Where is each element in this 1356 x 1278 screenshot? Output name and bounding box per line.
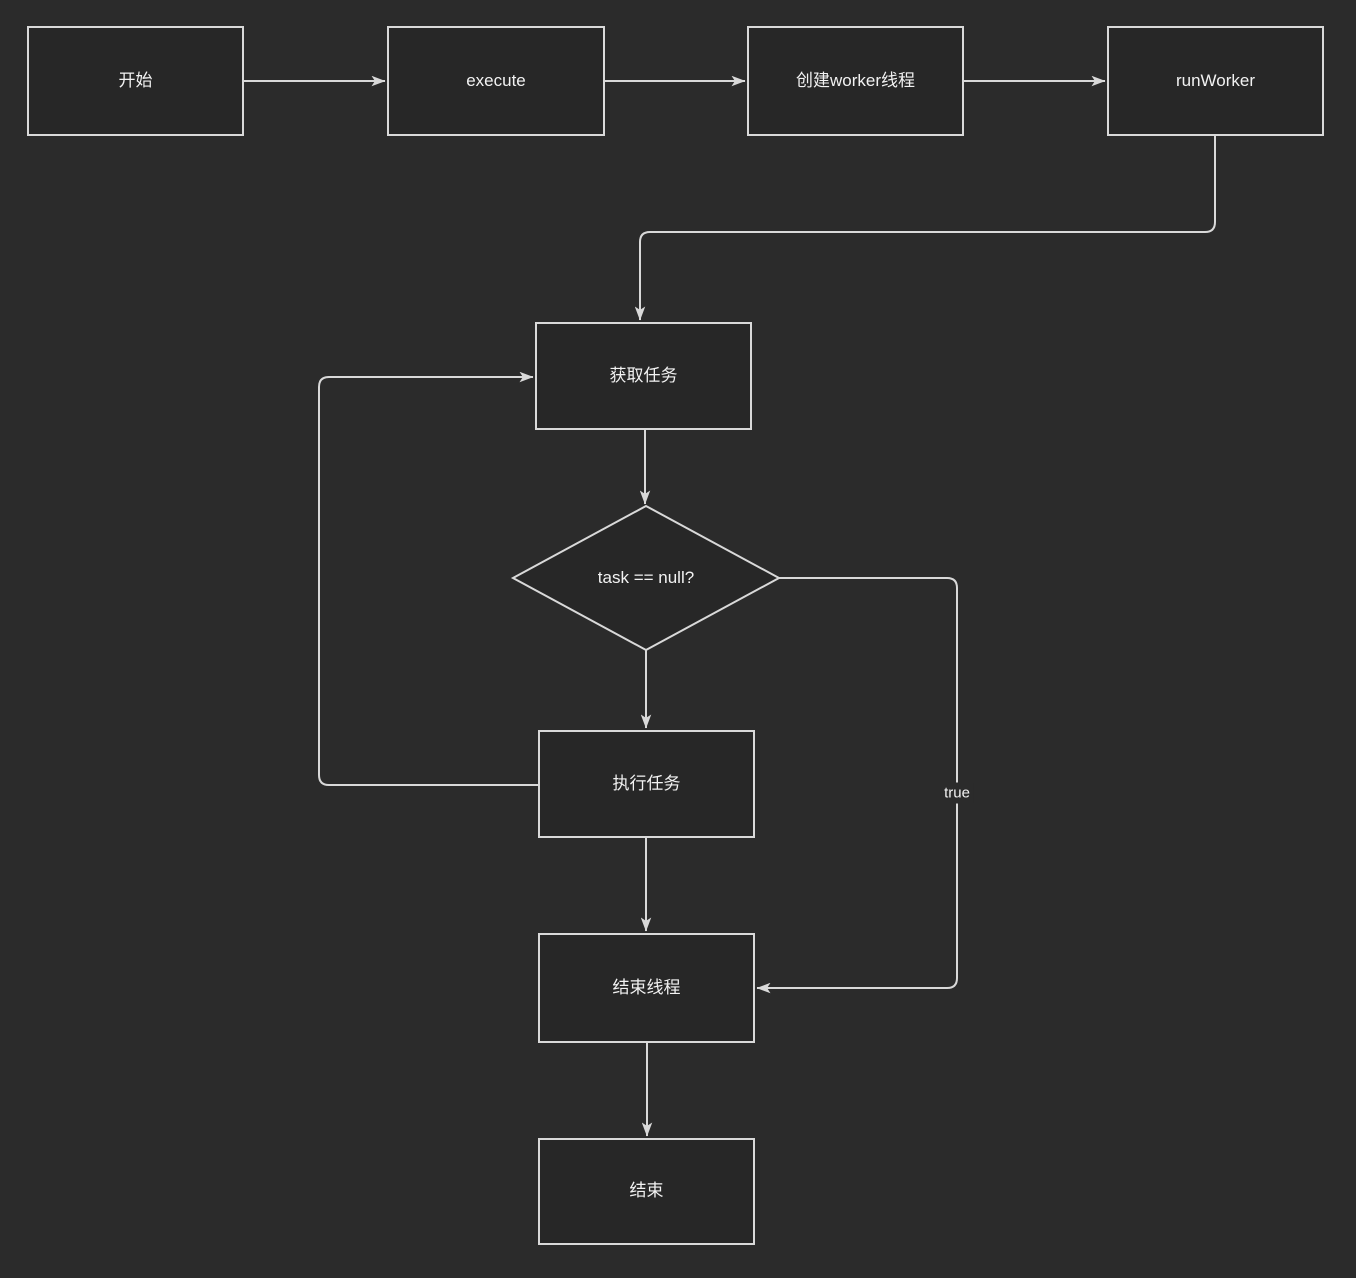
edge-runworker-to-get-task[interactable] — [634, 136, 1216, 321]
node-end-label: 结束 — [629, 1181, 664, 1201]
node-start[interactable]: 开始 — [27, 26, 244, 136]
node-execute[interactable]: execute — [387, 26, 605, 136]
edge-decision-true-to-end-thread[interactable] — [756, 577, 958, 994]
node-execute-label: execute — [466, 70, 526, 90]
edge-execute-task-loop-to-get-task[interactable] — [318, 371, 538, 786]
decision-diamond-label: task == null? — [597, 568, 695, 587]
node-get-task[interactable]: 获取任务 — [535, 322, 752, 430]
node-run-worker[interactable]: runWorker — [1107, 26, 1324, 136]
node-end-thread[interactable]: 结束线程 — [538, 933, 755, 1043]
node-get-task-label: 获取任务 — [609, 365, 678, 385]
node-end-thread-label: 结束线程 — [612, 977, 681, 997]
decision-diamond[interactable] — [510, 504, 782, 652]
node-create-worker-thread[interactable]: 创建worker线程 — [747, 26, 964, 136]
node-execute-task-label: 执行任务 — [612, 773, 681, 793]
node-create-worker-thread-label: 创建worker线程 — [795, 70, 915, 90]
node-start-label: 开始 — [118, 70, 153, 90]
node-run-worker-label: runWorker — [1175, 70, 1256, 90]
node-execute-task[interactable]: 执行任务 — [538, 730, 755, 838]
node-end[interactable]: 结束 — [538, 1138, 755, 1245]
edge-label-true: true — [941, 782, 973, 804]
